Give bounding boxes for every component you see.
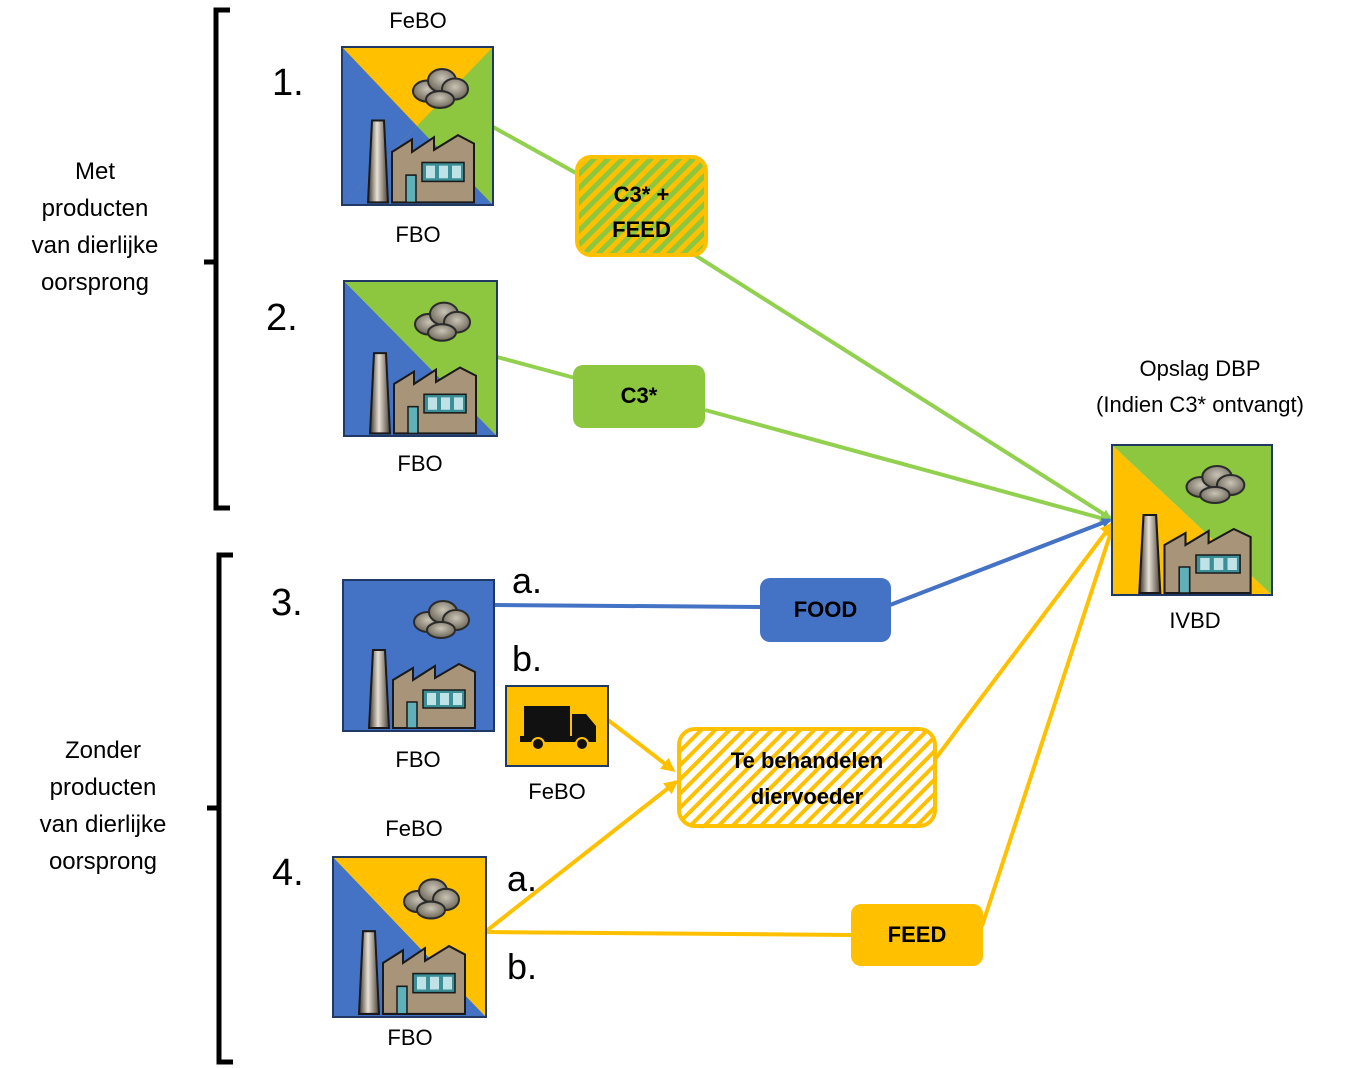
group-label-without-animal: Zonder producten van dierlijke oorsprong [8, 732, 198, 880]
line-truck-tebehandelen [606, 718, 676, 772]
facility-2-icon [343, 280, 498, 437]
line-tebehandelen-ivbd [931, 521, 1114, 764]
line-f4-tebehandelen [483, 780, 679, 934]
bracket-group-2 [207, 552, 233, 1065]
facility-1-icon [341, 46, 494, 206]
box-c3-feed-line-1: C3* + [613, 182, 670, 207]
line-f2-c3 [496, 355, 576, 380]
facility-4-bottom-label: FBO [387, 1025, 433, 1050]
group-1-line-1: Met [74, 158, 115, 185]
facility-3-icon [342, 579, 495, 732]
line-c3feed-ivbd [688, 250, 1112, 520]
route-letter-4b: b. [507, 946, 538, 987]
route-letter-3b: b. [512, 638, 543, 679]
scenario-number-1: 1. [272, 62, 304, 104]
box-food-text: FOOD [793, 597, 858, 622]
box-c3-feed-line-2: FEED [612, 217, 671, 242]
group-2-line-3: van dierlijke [39, 811, 167, 838]
group-1-line-4: oorsprong [40, 269, 150, 296]
truck-icon [505, 685, 609, 767]
group-label-with-animal: Met producten van dierlijke oorsprong [0, 153, 190, 301]
line-f3-food [493, 603, 761, 609]
line-f4-feed [484, 930, 853, 937]
box-te-behandelen-line-1: Te behandelen [730, 748, 884, 773]
line-food-ivbd [889, 518, 1112, 607]
box-te-behandelen-line-2: diervoeder [750, 784, 864, 809]
box-te-behandelen-text: Te behandelen diervoeder [679, 743, 935, 815]
ivbd-icon [1111, 444, 1273, 596]
box-food [760, 578, 891, 642]
route-letter-4a: a. [507, 858, 538, 899]
facility-2-bottom-label: FBO [397, 451, 443, 476]
group-2-line-1: Zonder [64, 737, 142, 764]
box-c3-text: C3* [620, 383, 658, 408]
group-1-line-3: van dierlijke [31, 232, 159, 259]
ivbd-label: IVBD [1169, 608, 1221, 633]
box-c3 [573, 365, 705, 428]
facility-1-top-label: FeBO [389, 8, 447, 33]
box-c3-feed [575, 155, 708, 257]
line-f1-c3feed [492, 125, 586, 180]
facility-4-top-label: FeBO [385, 816, 443, 841]
line-feed-ivbd [980, 523, 1117, 927]
box-feed-text: FEED [887, 922, 947, 947]
bracket-group-1 [204, 7, 230, 511]
ivbd-title-line-1: Opslag DBP [1139, 356, 1261, 381]
group-1-line-2: producten [41, 195, 149, 222]
route-letter-3a: a. [512, 560, 543, 601]
ivbd-title-line-2: (Indien C3* ontvangt) [1096, 392, 1304, 417]
scenario-number-2: 2. [266, 297, 298, 339]
scenario-number-4: 4. [272, 852, 304, 894]
group-2-line-4: oorsprong [48, 848, 158, 875]
group-2-line-2: producten [49, 774, 157, 801]
scenario-number-3: 3. [271, 582, 303, 624]
box-feed [851, 904, 983, 966]
facility-3-bottom-label: FBO [395, 747, 441, 772]
box-c3-feed-text: C3* + FEED [577, 177, 706, 247]
facility-4-icon [332, 856, 487, 1018]
line-c3-ivbd [704, 408, 1110, 523]
truck-label: FeBO [528, 779, 586, 804]
box-te-behandelen [677, 727, 937, 828]
facility-1-bottom-label: FBO [395, 222, 441, 247]
